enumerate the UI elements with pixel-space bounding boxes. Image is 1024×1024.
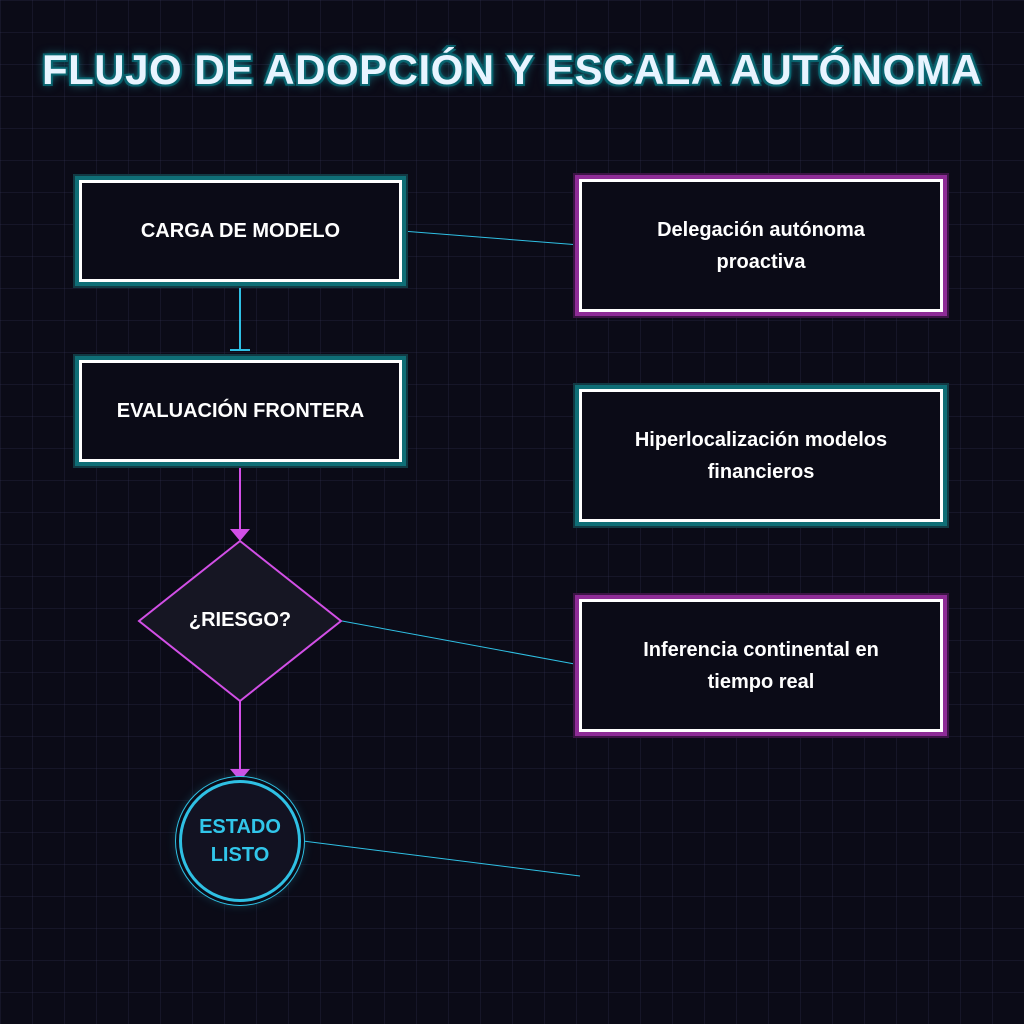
connector-step1-card1 [401,230,581,246]
card-inferencia-continental[interactable]: Inferencia continental en tiempo real [579,599,943,732]
arrow-step2-decision-head [230,529,250,541]
connector-end-open [302,840,581,877]
card-text-line: Delegación autónoma [657,218,865,241]
end-state-label-line2: LISTO [210,844,270,866]
end-state-label-line1: ESTADO [199,816,281,838]
flow-step-carga-modelo[interactable]: CARGA DE MODELO [79,180,402,282]
diagram-title: FLUJO DE ADOPCIÓN Y ESCALA AUTÓNOMA [41,46,982,93]
card-text-line: tiempo real [707,670,815,693]
flow-step-label: EVALUACIÓN FRONTERA [116,400,365,422]
card-hiperlocalizacion[interactable]: Hiperlocalización modelos financieros [579,389,943,522]
arrow-decision-end-head [230,769,250,781]
end-state-circle[interactable]: ESTADO LISTO [179,780,301,902]
connector-decision-card3 [341,620,581,666]
card-delegacion-autonoma[interactable]: Delegación autónoma proactiva [579,179,943,312]
card-text-line: proactiva [716,250,806,273]
card-text-line: Inferencia continental en [643,638,879,661]
card-text-line: financieros [707,460,815,483]
decision-label: ¿RIESGO? [188,608,292,631]
flow-step-evaluacion-frontera[interactable]: EVALUACIÓN FRONTERA [79,360,402,462]
flow-step-label: CARGA DE MODELO [140,220,341,242]
card-text-line: Hiperlocalización modelos [634,428,888,451]
